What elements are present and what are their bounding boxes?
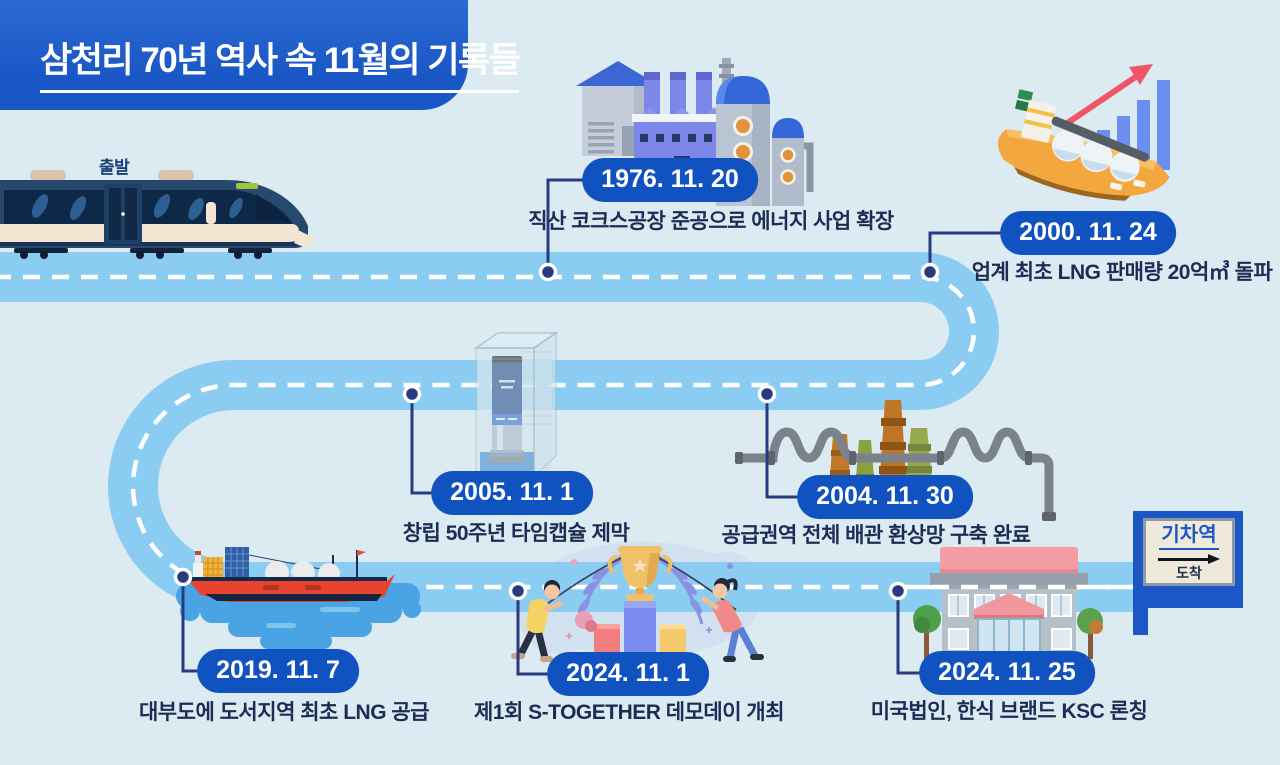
arrow-right-icon	[1158, 554, 1220, 564]
station-name: 기차역	[1159, 524, 1219, 550]
milestone-date-2024-1: 2024. 11. 1	[547, 652, 709, 696]
arrival-label: 도착	[1176, 565, 1202, 581]
track-dot-2019	[173, 567, 193, 587]
track-dot-2004	[757, 384, 777, 404]
demo-day-illustration	[511, 546, 764, 662]
milestone-date-2024-2: 2024. 11. 25	[919, 651, 1095, 695]
station-sign-shelf	[1133, 592, 1243, 608]
title-banner: 삼천리 70년 역사 속 11월의 기록들	[0, 0, 521, 110]
milestone-date-2019: 2019. 11. 7	[197, 649, 359, 693]
milestone-desc-2004: 공급권역 전체 배관 환상망 구축 완료	[721, 524, 1031, 547]
track-dot-2024-2	[888, 581, 908, 601]
milestone-desc-2005: 창립 50주년 타임캡슐 제막	[402, 522, 630, 545]
time-capsule-illustration	[473, 331, 559, 478]
connector-2000	[928, 231, 1029, 272]
departure-label: 출발	[99, 158, 130, 177]
milestone-desc-2019: 대부도에 도서지역 최초 LNG 공급	[138, 701, 430, 724]
milestone-date-2004: 2004. 11. 30	[797, 475, 973, 519]
milestone-desc-2024-2: 미국법인, 한식 브랜드 KSC 론칭	[870, 700, 1148, 723]
page-title: 삼천리 70년 역사 속 11월의 기록들	[40, 32, 521, 93]
pipeline-network-illustration	[735, 400, 1056, 521]
milestone-date-1976: 1976. 11. 20	[582, 158, 758, 202]
track-dot-2005	[402, 384, 422, 404]
train-illustration	[0, 170, 314, 259]
milestone-desc-2000: 업계 최초 LNG 판매량 20억㎥ 돌파	[971, 261, 1273, 284]
milestone-desc-1976: 직산 코크스공장 준공으로 에너지 사업 확장	[528, 210, 894, 233]
road-center-dashes	[0, 274, 1133, 590]
station-sign-post	[1133, 608, 1148, 635]
station-sign-panel: 기차역 도착	[1133, 511, 1243, 592]
track-dot-2024-1	[508, 581, 528, 601]
milestone-date-2000: 2000. 11. 24	[1000, 211, 1176, 255]
milestone-date-2005: 2005. 11. 1	[431, 471, 593, 515]
lng-carrier-illustration	[189, 547, 395, 602]
korean-restaurant-illustration	[913, 547, 1103, 663]
milestone-desc-2024-1: 제1회 S-TOGETHER 데모데이 개최	[473, 701, 785, 724]
track-dot-2000	[920, 262, 940, 282]
track-dot-1976	[538, 262, 558, 282]
station-sign-inner: 기차역 도착	[1143, 518, 1235, 586]
lng-ship-growth-chart-illustration	[998, 64, 1170, 201]
